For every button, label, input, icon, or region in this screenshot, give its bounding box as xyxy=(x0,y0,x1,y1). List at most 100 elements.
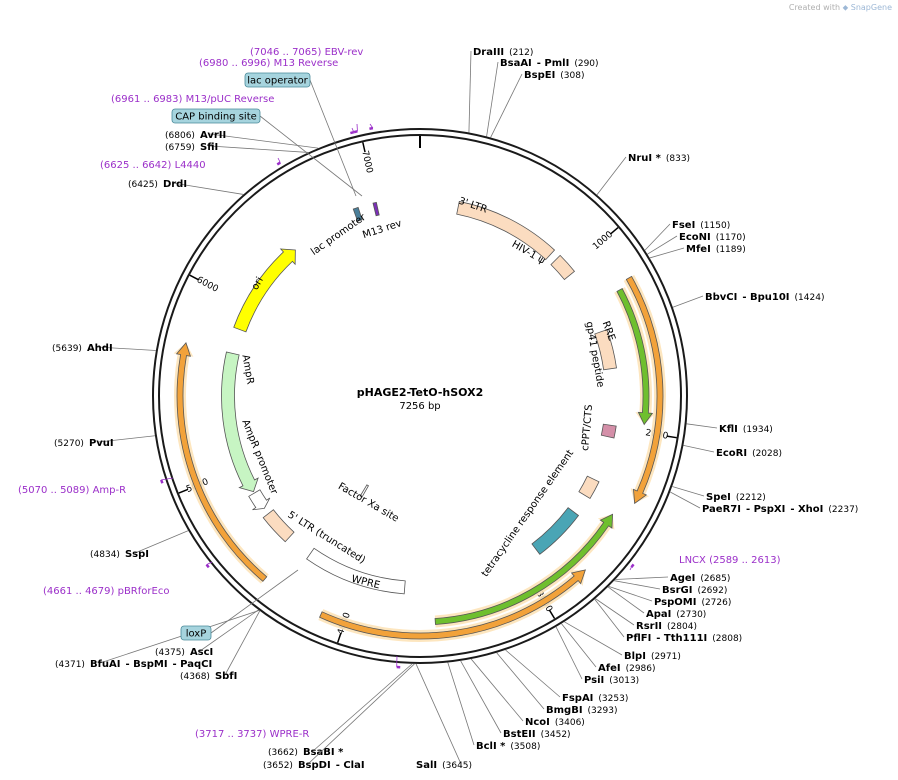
enzyme-site[interactable]: ApaI(2730) xyxy=(646,609,706,620)
enzyme-site[interactable]: FseI(1150) xyxy=(672,220,730,231)
enzyme-site[interactable]: AgeI(2685) xyxy=(670,573,730,584)
enzyme-site[interactable]: BclI *(3508) xyxy=(476,741,540,752)
enzyme-site[interactable]: KflI(1934) xyxy=(719,424,773,435)
enzyme-site[interactable]: (4368)SbfI xyxy=(180,671,237,682)
enzyme-site[interactable]: (5270)PvuI xyxy=(54,438,114,449)
feature-3-ltr[interactable] xyxy=(456,200,556,261)
primer-label[interactable]: (3717 .. 3737) WPRE-R xyxy=(195,729,309,740)
enzyme-site[interactable]: AfeI(2986) xyxy=(598,663,656,674)
feature-orange-left[interactable] xyxy=(175,342,268,582)
boxed-label-cap-binding-site[interactable]: CAP binding site xyxy=(175,112,257,123)
enzyme-site[interactable]: (4834)SspI xyxy=(90,549,149,560)
enzyme-site[interactable]: RsrII(2804) xyxy=(636,621,697,632)
tick-label: 7000 xyxy=(359,150,374,175)
enzyme-site[interactable]: BsaAI- PmlI(290) xyxy=(500,58,599,69)
primer-sites: (7046 .. 7065) EBV-rev(6980 .. 6996) M13… xyxy=(18,47,781,740)
enzyme-leader xyxy=(607,586,645,614)
enzyme-name: PvuI xyxy=(89,438,114,449)
enzyme-site[interactable]: (6759)SfiI xyxy=(165,142,218,153)
enzyme-name: BclI * xyxy=(476,741,506,752)
enzyme-site[interactable]: BmgBI(3293) xyxy=(546,705,617,716)
feature-ori[interactable] xyxy=(233,248,296,333)
enzyme-site[interactable]: (6806)AvrII xyxy=(165,130,226,141)
feature-cppt-cts[interactable] xyxy=(578,475,600,499)
enzyme-leader xyxy=(615,576,669,580)
enzyme-site[interactable]: (3652)BspDI- ClaI xyxy=(263,760,365,771)
enzyme-position: (308) xyxy=(560,71,584,81)
feature-hsox2-arrow[interactable] xyxy=(616,288,654,426)
primer-label[interactable]: (6980 .. 6996) M13 Reverse xyxy=(199,58,338,69)
enzyme-leader xyxy=(209,145,309,153)
enzyme-site[interactable]: NcoI(3406) xyxy=(525,717,585,728)
primer-label[interactable]: (5070 .. 5089) Amp-R xyxy=(18,485,126,496)
feature-rre[interactable] xyxy=(594,329,617,371)
enzyme-site[interactable]: MfeI(1189) xyxy=(686,244,746,255)
enzyme-site[interactable]: (4375)AscI xyxy=(155,647,213,658)
enzyme-name: BbvCI xyxy=(705,292,737,303)
enzyme-name: BmgBI xyxy=(546,705,583,716)
feature-factor-xa-site[interactable] xyxy=(359,484,370,498)
feature-lac-promoter[interactable] xyxy=(352,206,363,222)
enzyme-site[interactable]: PaeR7I- PspXI- XhoI(2237) xyxy=(702,504,858,515)
backbone-inner xyxy=(158,134,682,658)
enzyme-leader xyxy=(490,73,523,138)
feature-orange-lower[interactable] xyxy=(319,569,587,640)
enzyme-site[interactable]: EcoRI(2028) xyxy=(716,448,782,459)
boxed-label-lac-operator[interactable]: lac operator xyxy=(247,76,308,87)
snapgene-credit: Created with ⬥ SnapGene xyxy=(789,3,892,13)
enzyme-position: (1424) xyxy=(795,293,825,303)
enzyme-site[interactable]: BspEI(308) xyxy=(524,70,585,81)
feature-tetracycline-response-element[interactable] xyxy=(531,507,580,555)
primer-label[interactable]: (7046 .. 7065) EBV-rev xyxy=(250,47,363,58)
enzyme-site[interactable]: BlpI(2971) xyxy=(624,651,681,662)
primer-arrow xyxy=(160,479,164,484)
enzyme-position: (2028) xyxy=(752,449,782,459)
enzyme-position: (1170) xyxy=(716,233,746,243)
feature-sox2-orf[interactable] xyxy=(625,275,664,505)
enzyme-site[interactable]: EcoNI(1170) xyxy=(679,232,746,243)
enzyme-site[interactable]: (6425)DrdI xyxy=(128,179,187,190)
enzyme-site[interactable]: DraIII(212) xyxy=(473,47,533,58)
enzyme-site[interactable]: BsrGI(2692) xyxy=(662,585,727,596)
credit-brand: SnapGene xyxy=(850,3,892,12)
enzyme-leader xyxy=(683,444,715,453)
primer-label[interactable]: (6961 .. 6983) M13/pUC Reverse xyxy=(111,94,274,105)
enzyme-site[interactable]: PspOMI(2726) xyxy=(654,597,731,608)
enzyme-position: (3406) xyxy=(555,718,585,728)
enzyme-name: - Bpu10I xyxy=(742,292,789,303)
enzyme-position: (2971) xyxy=(651,652,681,662)
primer-label[interactable]: (4661 .. 4679) pBRforEco xyxy=(43,586,169,597)
enzyme-name: AvrII xyxy=(200,130,226,141)
enzyme-site[interactable]: NruI *(833) xyxy=(628,153,690,164)
enzyme-position: (1934) xyxy=(743,425,773,435)
enzyme-site[interactable]: PsiI(3013) xyxy=(584,675,639,686)
enzyme-site[interactable]: FspAI(3253) xyxy=(562,693,628,704)
enzyme-site[interactable]: (4371)BfuAI- BspMI- PaqCI xyxy=(55,659,212,670)
primer-label[interactable]: LNCX (2589 .. 2613) xyxy=(679,555,781,566)
boxed-label-leader xyxy=(309,79,357,197)
feature-m13-rev[interactable] xyxy=(372,201,380,217)
primer-label[interactable]: (6625 .. 6642) L4440 xyxy=(100,160,206,171)
enzyme-site[interactable]: BbvCI - Bpu10I (1424) xyxy=(705,292,824,303)
enzyme-site[interactable]: BstEII(3452) xyxy=(503,729,571,740)
enzyme-position: (6759) xyxy=(165,143,195,153)
enzyme-site[interactable]: (5639)AhdI xyxy=(52,343,113,354)
feature-label-factor-xa-site: Factor Xa site xyxy=(336,481,400,525)
enzyme-site[interactable]: PflFI- Tth111I(2808) xyxy=(626,633,742,644)
enzyme-position: (2804) xyxy=(667,622,697,632)
boxed-label-loxp[interactable]: loxP xyxy=(186,629,207,640)
feature-ampr[interactable] xyxy=(221,351,259,493)
enzyme-name: BfuAI xyxy=(90,659,121,670)
feature-5-ltr-truncated[interactable] xyxy=(262,509,295,543)
enzyme-site[interactable]: SalI(3645) xyxy=(416,760,472,771)
feature-wpre[interactable] xyxy=(306,547,406,595)
feature-hiv-1[interactable] xyxy=(550,254,576,281)
enzyme-name: MfeI xyxy=(686,244,711,255)
feature-rtta[interactable] xyxy=(434,513,614,625)
feature-gp41-peptide[interactable] xyxy=(600,423,617,439)
enzyme-leader xyxy=(672,486,705,497)
feature-ampr-promoter[interactable] xyxy=(248,489,271,511)
enzyme-site[interactable]: (3662)BsaBI * xyxy=(268,747,344,758)
enzyme-leader xyxy=(99,610,260,664)
enzyme-site[interactable]: SpeI(2212) xyxy=(706,492,766,503)
